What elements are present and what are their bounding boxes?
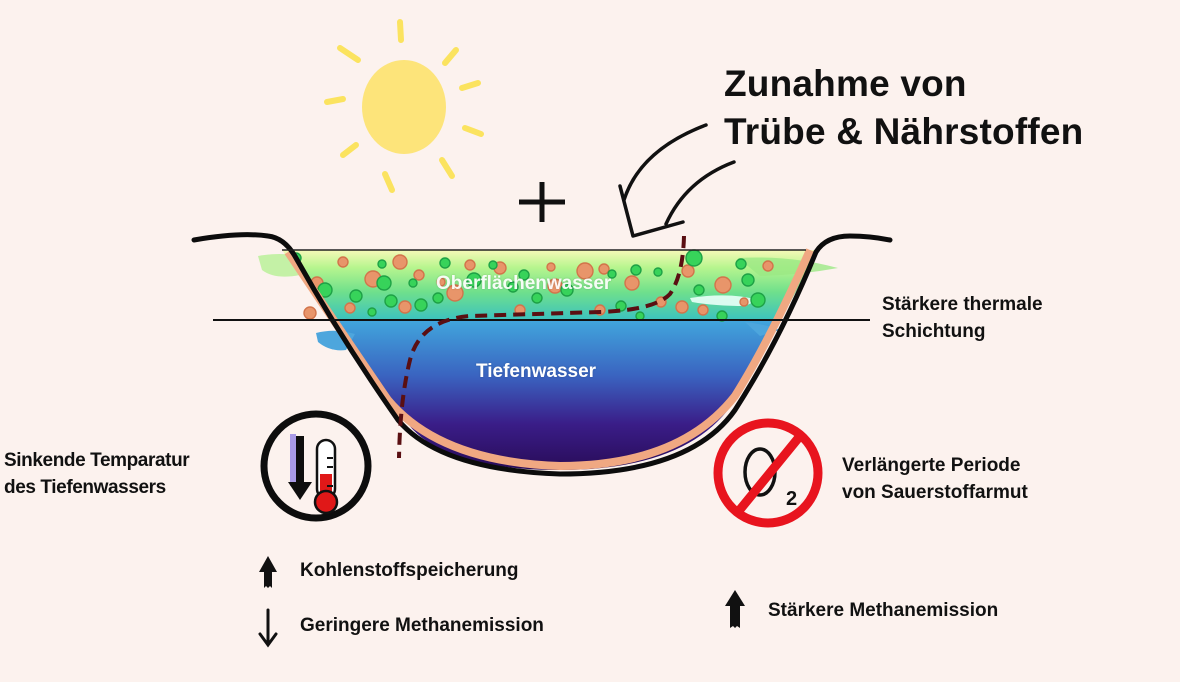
- deep-water-label: Tiefenwasser: [476, 361, 597, 382]
- stratification-line-2: Schichtung: [882, 321, 986, 342]
- svg-text:2: 2: [786, 488, 797, 510]
- temperature-line-1: Sinkende Temparatur: [4, 450, 190, 471]
- stratification-line-1: Stärkere thermale: [882, 294, 1043, 315]
- no-oxygen-icon: 2: [713, 418, 823, 528]
- temperature-line-2: des Tiefenwassers: [4, 477, 166, 498]
- less-methane-label: Geringere Methanemission: [300, 615, 544, 636]
- plus-icon: [519, 182, 565, 222]
- sun-icon: [324, 19, 484, 193]
- stratification-label: Stärkere thermale Schichtung: [882, 291, 1043, 345]
- oxygen-label: Verlängerte Periode von Sauerstoffarmut: [842, 452, 1028, 506]
- arrow-up-icon-carbon: [259, 556, 277, 588]
- arrow-down-icon-methane: [258, 608, 278, 648]
- particles: [290, 249, 774, 322]
- oxygen-line-1: Verlängerte Periode: [842, 455, 1021, 476]
- more-methane-label: Stärkere Methanemission: [768, 600, 999, 621]
- lake-outline: [191, 232, 893, 477]
- thermometer-down-icon: [260, 410, 372, 522]
- title-line-2: Trübe & Nährstoffen: [724, 111, 1084, 152]
- surface-water-label: Oberflächenwasser: [436, 273, 612, 294]
- oxygen-line-2: von Sauerstoffarmut: [842, 482, 1028, 503]
- title-line-1: Zunahme von: [724, 63, 967, 104]
- temperature-label: Sinkende Temparatur des Tiefenwassers: [4, 447, 190, 501]
- arrow-up-icon-methane: [725, 590, 745, 628]
- diagram-title: Zunahme von Trübe & Nährstoffen: [724, 60, 1083, 156]
- curved-arrow-icon: [618, 123, 736, 238]
- carbon-storage-label: Kohlenstoffspeicherung: [300, 560, 519, 581]
